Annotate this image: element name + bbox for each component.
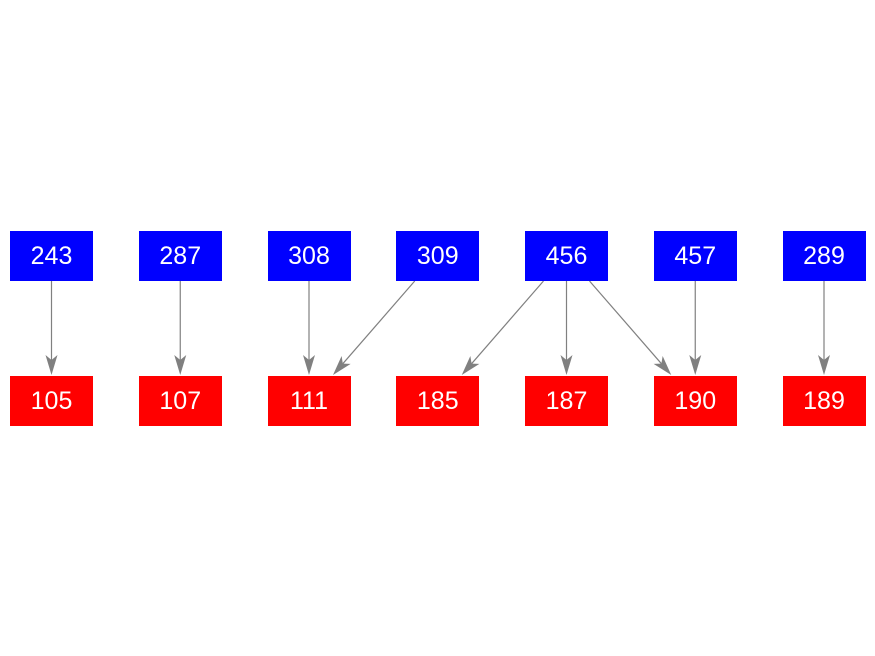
node-label: 243 [30,241,73,270]
arrowhead-icon [174,355,187,375]
target-node-107[interactable]: 107 [138,376,222,426]
target-node-105[interactable]: 105 [10,376,93,426]
source-node-243[interactable]: 243 [10,231,93,281]
node-label: 190 [674,386,717,415]
edge-287-107 [174,281,187,375]
target-node-190[interactable]: 190 [653,376,737,426]
node-label: 457 [674,241,717,270]
target-node-111[interactable]: 111 [267,376,351,426]
node-label: 111 [289,386,328,415]
source-node-457[interactable]: 457 [653,231,737,281]
edge-243-105 [45,281,58,375]
node-label: 107 [159,386,202,415]
node-label: 308 [288,241,330,270]
edge-456-185 [461,280,544,375]
target-node-189[interactable]: 189 [782,376,866,426]
edge-line [589,280,662,365]
edge-308-111 [303,281,315,375]
arrowhead-icon [689,355,702,375]
arrowhead-icon [818,355,830,375]
node-label: 289 [803,241,845,270]
edge-456-190 [589,280,672,375]
target-node-187[interactable]: 187 [525,376,608,426]
target-node-185[interactable]: 185 [396,376,480,426]
arrowhead-icon [303,355,315,375]
source-node-289[interactable]: 289 [782,231,866,281]
node-label: 309 [416,241,459,270]
node-label: 189 [803,386,845,415]
node-label: 456 [545,241,588,270]
arrowhead-icon [461,355,480,375]
arrowhead-icon [560,355,573,375]
arrowhead-icon [45,355,58,375]
arrowhead-icon [333,355,351,375]
node-label: 187 [545,386,588,415]
source-node-308[interactable]: 308 [267,231,351,281]
source-node-287[interactable]: 287 [138,231,222,281]
source-node-456[interactable]: 456 [525,231,608,281]
node-label: 185 [416,386,459,415]
node-label: 287 [159,241,202,270]
edge-456-187 [560,281,573,375]
source-node-309[interactable]: 309 [396,231,480,281]
edge-line [471,280,544,365]
edge-line [342,280,416,365]
edge-309-111 [333,280,416,375]
node-label: 105 [30,386,73,415]
edge-457-190 [689,281,702,375]
edge-289-189 [818,281,830,375]
arrowhead-icon [653,355,672,375]
